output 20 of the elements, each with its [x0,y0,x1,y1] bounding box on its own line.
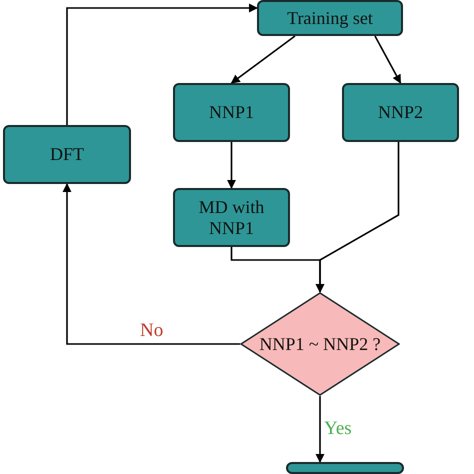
node-label: DFT [50,144,84,165]
node-label: Training set [287,8,373,28]
arrow [62,183,240,345]
arrow [374,36,402,84]
process-box [173,188,290,247]
node-label: MD with NNP1 [198,196,266,238]
process-box [173,83,290,142]
arrow [230,35,296,84]
process-box [3,125,131,184]
process-box [286,462,404,474]
arrow [316,142,400,293]
decision-diamond [240,292,400,396]
process-box [342,83,459,142]
arrow [316,396,324,463]
node-label: NNP1 ~ NNP2 ? [259,334,381,354]
arrow [227,142,236,189]
node-label: NNP2 [378,102,423,123]
process-box [257,0,403,36]
node-label: NNP1 [208,102,254,123]
arrow [66,4,258,125]
